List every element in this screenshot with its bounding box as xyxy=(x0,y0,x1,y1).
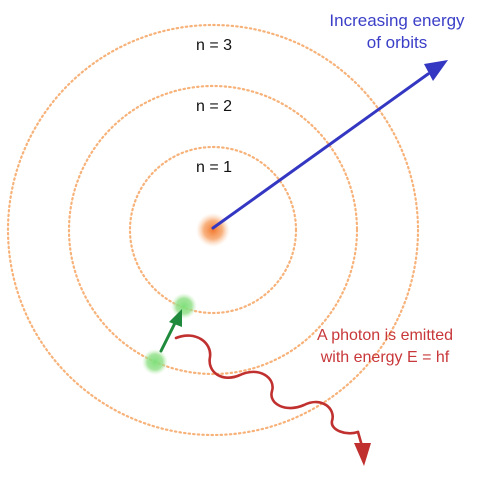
orbit-label-n1: n = 1 xyxy=(196,159,232,176)
energy-arrow-head xyxy=(424,60,448,81)
photon-wave xyxy=(174,334,360,435)
electron-n2 xyxy=(142,349,168,375)
energy-annotation-line2: of orbits xyxy=(367,33,427,52)
energy-arrow-line xyxy=(211,72,430,230)
transition-arrow-line xyxy=(159,319,178,353)
orbit-n1 xyxy=(128,145,298,315)
photon-annotation-line1: A photon is emitted xyxy=(317,327,453,344)
orbit-n3 xyxy=(6,23,420,437)
energy-annotation-line1: Increasing energy xyxy=(329,11,465,30)
photon-arrow-head xyxy=(354,443,371,466)
orbit-label-n3: n = 3 xyxy=(196,37,232,54)
photon-annotation-line2: with energy E = hf xyxy=(320,349,450,366)
orbit-n2 xyxy=(67,84,359,376)
transition-arrow-head xyxy=(169,309,182,327)
electron-n1 xyxy=(171,293,197,319)
orbit-label-n2: n = 2 xyxy=(196,98,232,115)
